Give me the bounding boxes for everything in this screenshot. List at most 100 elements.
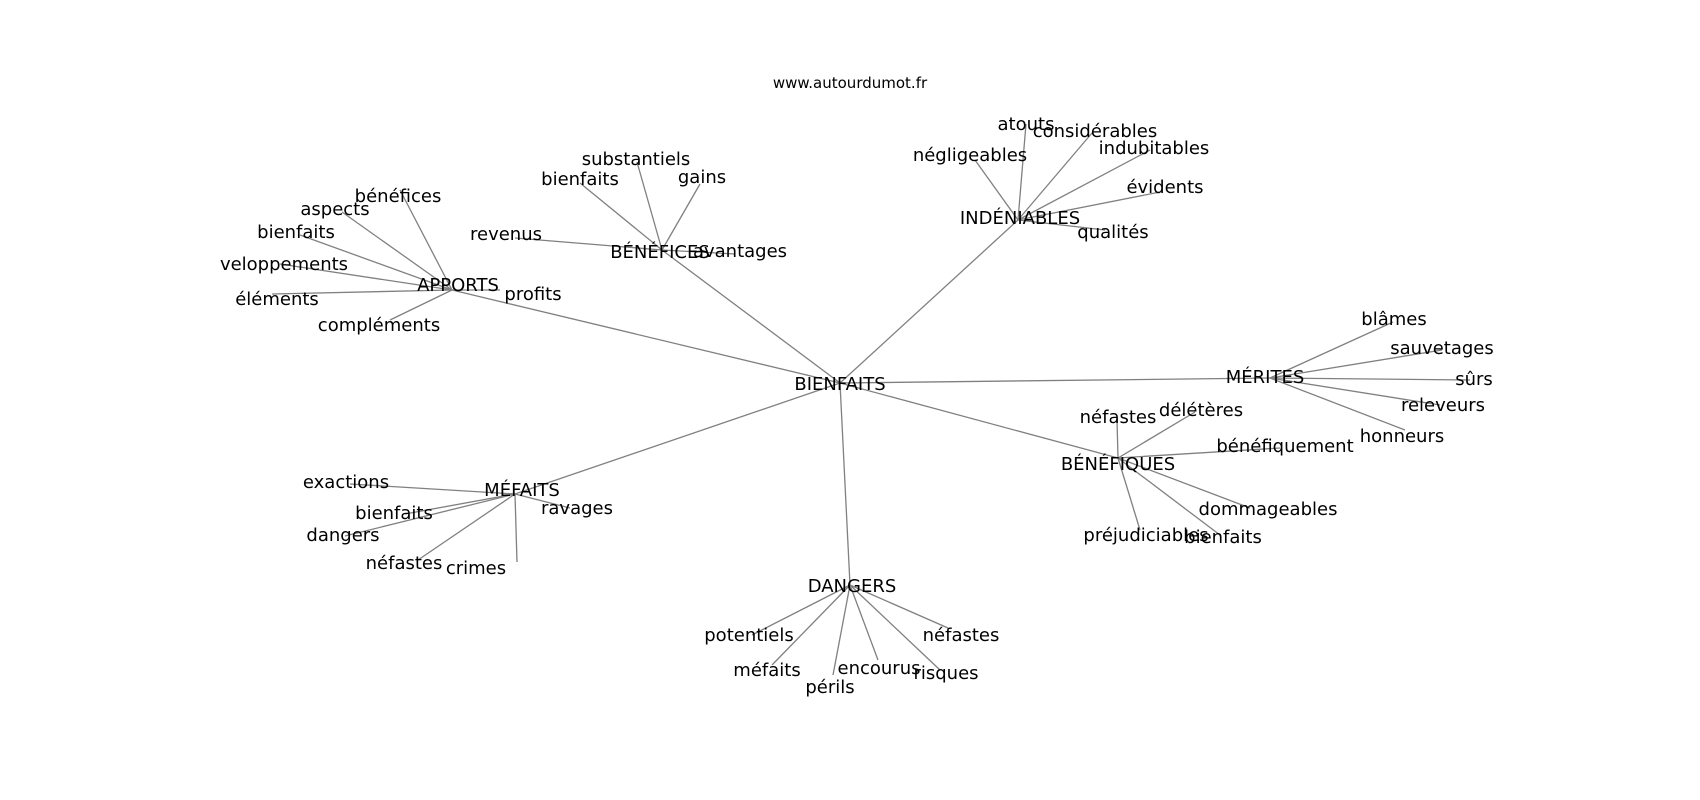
edge-hub-to-word: [1117, 457, 1141, 531]
edge-center-to-hub: [839, 382, 851, 586]
edge-hub-to-word: [1269, 377, 1406, 431]
edge-hub-to-word: [1269, 377, 1441, 406]
edge-hub-to-word: [1017, 123, 1027, 221]
edge-hub-to-word: [514, 237, 663, 251]
word-node-label: bienfaits: [355, 503, 433, 524]
word-node-label: bénéfiquement: [1216, 436, 1353, 457]
hub-node-label: DANGERS: [808, 576, 897, 597]
word-node-label: exactions: [303, 472, 389, 493]
word-node-label: substantiels: [582, 149, 691, 170]
hub-node-label: INDÉNIABLES: [960, 207, 1080, 229]
word-node-label: veloppements: [220, 254, 348, 275]
edge-center-to-hub: [839, 377, 1271, 384]
edge-hub-to-word: [661, 183, 701, 251]
word-node-label: dommageables: [1199, 499, 1338, 520]
edge-hub-to-word: [299, 234, 453, 291]
edge-hub-to-word: [1116, 419, 1119, 459]
edge-hub-to-word: [751, 584, 851, 636]
edge-hub-to-word: [271, 289, 453, 295]
word-node-label: évidents: [1126, 177, 1203, 198]
edge-hub-to-word: [1117, 447, 1281, 459]
hub-node-label: BÉNÉFIQUES: [1061, 453, 1175, 475]
word-node-label: aspects: [300, 199, 369, 220]
edge-hub-to-word: [579, 182, 663, 251]
edge-hub-to-word: [849, 584, 949, 629]
edge-hub-to-word: [514, 493, 571, 509]
word-node-label: honneurs: [1360, 426, 1445, 447]
word-node-label: releveurs: [1401, 395, 1485, 416]
word-node-label: considérables: [1033, 121, 1158, 142]
word-node-label: revenus: [470, 224, 542, 245]
hub-node-label: MÉRITES: [1226, 366, 1305, 388]
word-node-label: bienfaits: [1184, 527, 1262, 548]
word-node-label: néfastes: [366, 553, 443, 574]
word-node-label: bienfaits: [257, 222, 335, 243]
edge-hub-to-word: [849, 584, 879, 661]
edge-hub-to-word: [341, 211, 453, 291]
word-node-label: blâmes: [1361, 309, 1426, 330]
edge-hub-to-word: [389, 289, 453, 321]
edge-hub-to-word: [1017, 132, 1093, 221]
edge-hub-to-word: [1117, 457, 1221, 536]
hub-node-label: MÉFAITS: [484, 479, 560, 501]
edges: [271, 123, 1471, 676]
labels: BIENFAITSAPPORTSbénéficesaspectsbienfait…: [220, 114, 1494, 698]
word-node-label: avantages: [693, 241, 787, 262]
word-node-label: néfastes: [923, 625, 1000, 646]
hub-node-label: BÉNÉFICES: [610, 241, 710, 263]
site-url: www.autourdumot.fr: [773, 74, 928, 92]
word-node-label: bénéfices: [355, 186, 442, 207]
center-node-label: BIENFAITS: [794, 374, 885, 395]
edge-hub-to-word: [849, 584, 941, 671]
word-node-label: préjudiciables: [1083, 525, 1208, 546]
word-node-label: ravages: [541, 498, 613, 519]
edge-center-to-hub: [661, 249, 841, 384]
edge-hub-to-word: [1269, 377, 1471, 381]
word-node-label: qualités: [1077, 222, 1148, 243]
edge-hub-to-word: [1269, 349, 1443, 379]
word-node-label: crimes: [446, 558, 506, 579]
edge-center-to-hub: [451, 289, 841, 384]
word-node-label: sauvetages: [1390, 338, 1494, 359]
word-node-label: indubitables: [1099, 138, 1210, 159]
edge-hub-to-word: [1017, 191, 1161, 221]
edge-hub-to-word: [661, 249, 736, 255]
word-node-label: méfaits: [733, 660, 800, 681]
word-node-label: atouts: [998, 114, 1055, 135]
edge-center-to-hub: [839, 382, 1119, 459]
edge-hub-to-word: [636, 161, 663, 251]
edge-hub-to-word: [1017, 219, 1106, 231]
word-node-label: gains: [678, 167, 726, 188]
edge-hub-to-word: [1117, 457, 1251, 509]
edge-center-to-hub: [514, 382, 841, 495]
word-node-label: dangers: [306, 525, 379, 546]
word-node-label: profits: [504, 284, 561, 305]
edge-hub-to-word: [404, 493, 516, 515]
word-node-label: sûrs: [1455, 369, 1493, 390]
edge-center-to-hub: [839, 219, 1019, 384]
edge-hub-to-word: [279, 263, 453, 291]
word-node-label: néfastes: [1080, 407, 1157, 428]
edge-hub-to-word: [417, 493, 516, 561]
edge-hub-to-word: [832, 584, 851, 676]
edge-hub-to-word: [344, 493, 516, 537]
edge-hub-to-word: [399, 189, 453, 291]
edge-hub-to-word: [1117, 411, 1196, 459]
edge-hub-to-word: [514, 493, 518, 563]
edge-hub-to-word: [1017, 149, 1151, 221]
word-node-label: délétères: [1159, 400, 1243, 421]
word-node-label: éléments: [235, 289, 319, 310]
word-node-label: potentiels: [704, 625, 794, 646]
edge-hub-to-word: [349, 483, 516, 495]
edge-hub-to-word: [974, 159, 1019, 221]
word-node-label: risques: [913, 663, 978, 684]
edge-hub-to-word: [1269, 321, 1394, 379]
hub-node-label: APPORTS: [417, 275, 499, 296]
word-node-label: compléments: [318, 315, 440, 336]
word-node-label: bienfaits: [541, 169, 619, 190]
word-node-label: négligeables: [913, 145, 1027, 166]
edge-hub-to-word: [771, 584, 851, 666]
word-node-label: encourus: [838, 658, 921, 679]
word-node-label: périls: [805, 677, 854, 698]
